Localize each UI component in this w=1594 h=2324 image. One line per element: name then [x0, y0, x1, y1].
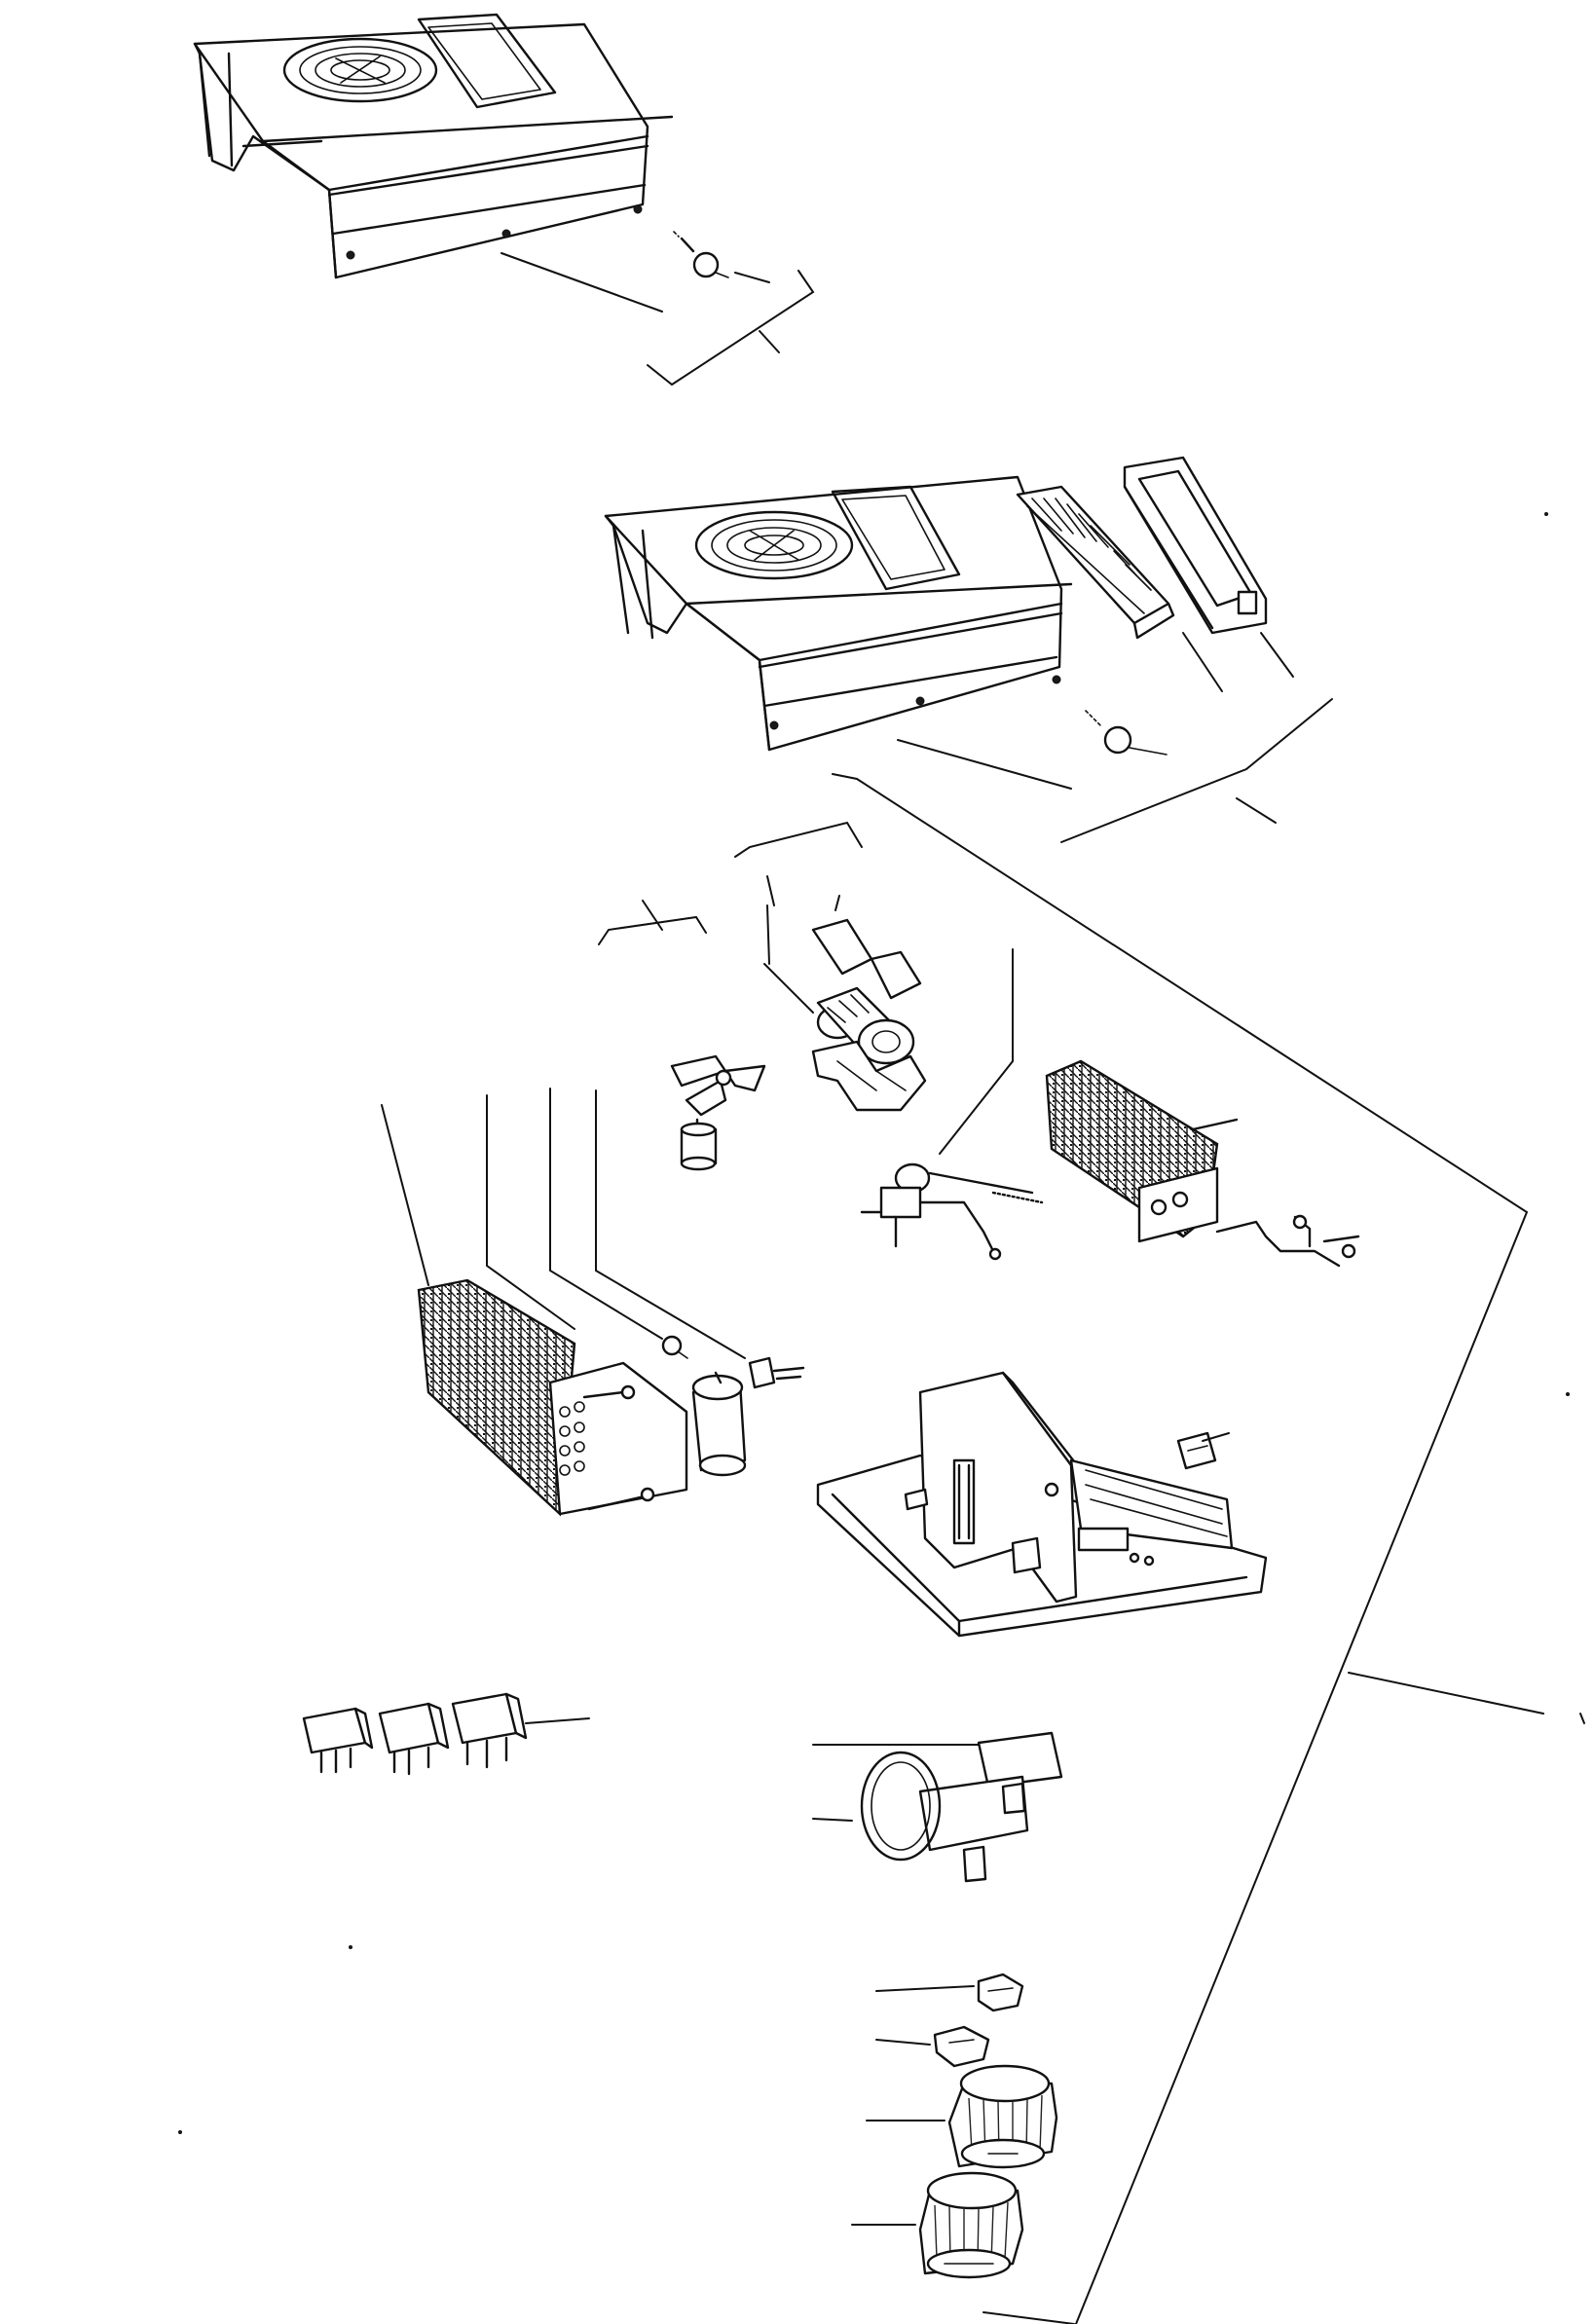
- base-frame: [818, 1373, 1266, 1636]
- cover-fan-grille: [284, 39, 436, 101]
- cover-louver-slot: [833, 487, 959, 589]
- thermo-switch: [813, 1733, 1061, 1881]
- cover-screw: [1086, 711, 1167, 755]
- thermostat-bracket: [1178, 1433, 1229, 1468]
- bracket-leaders: [599, 823, 862, 1013]
- motor-mount-bracket: [813, 1042, 925, 1110]
- cover-louver-slot: [419, 15, 555, 107]
- blower-motor-shaft: [813, 920, 920, 1063]
- capacitor: [693, 1373, 745, 1475]
- leader-lines-cover-b: [898, 633, 1332, 842]
- heater-core-leaders: [382, 1088, 745, 1358]
- control-knob: [852, 2173, 1022, 2277]
- heater-core: [419, 1280, 686, 1514]
- cover-screw: [663, 1337, 687, 1358]
- louver-frame: [1125, 458, 1266, 633]
- relay: [304, 1709, 372, 1772]
- cover-screw: [674, 232, 728, 277]
- upper-cover-b: [606, 477, 1071, 750]
- leader-lines-cover-a: [501, 253, 813, 385]
- expansion-valve: [862, 949, 1042, 1259]
- knob-plate: [876, 2027, 988, 2066]
- assembly-leader: [833, 774, 1584, 2324]
- upper-cover-a: [195, 15, 672, 277]
- fan-motor: [682, 1120, 716, 1169]
- relay: [380, 1704, 448, 1774]
- control-knob: [867, 2066, 1056, 2167]
- relay: [453, 1694, 589, 1767]
- cover-fan-grille: [696, 512, 852, 578]
- evaporator-core: [1047, 1061, 1358, 1266]
- knob-plate: [876, 1974, 1022, 2010]
- thermostat-bracket: [750, 1358, 803, 1387]
- fan-blade: [672, 1056, 764, 1115]
- louver-grille: [1018, 487, 1173, 638]
